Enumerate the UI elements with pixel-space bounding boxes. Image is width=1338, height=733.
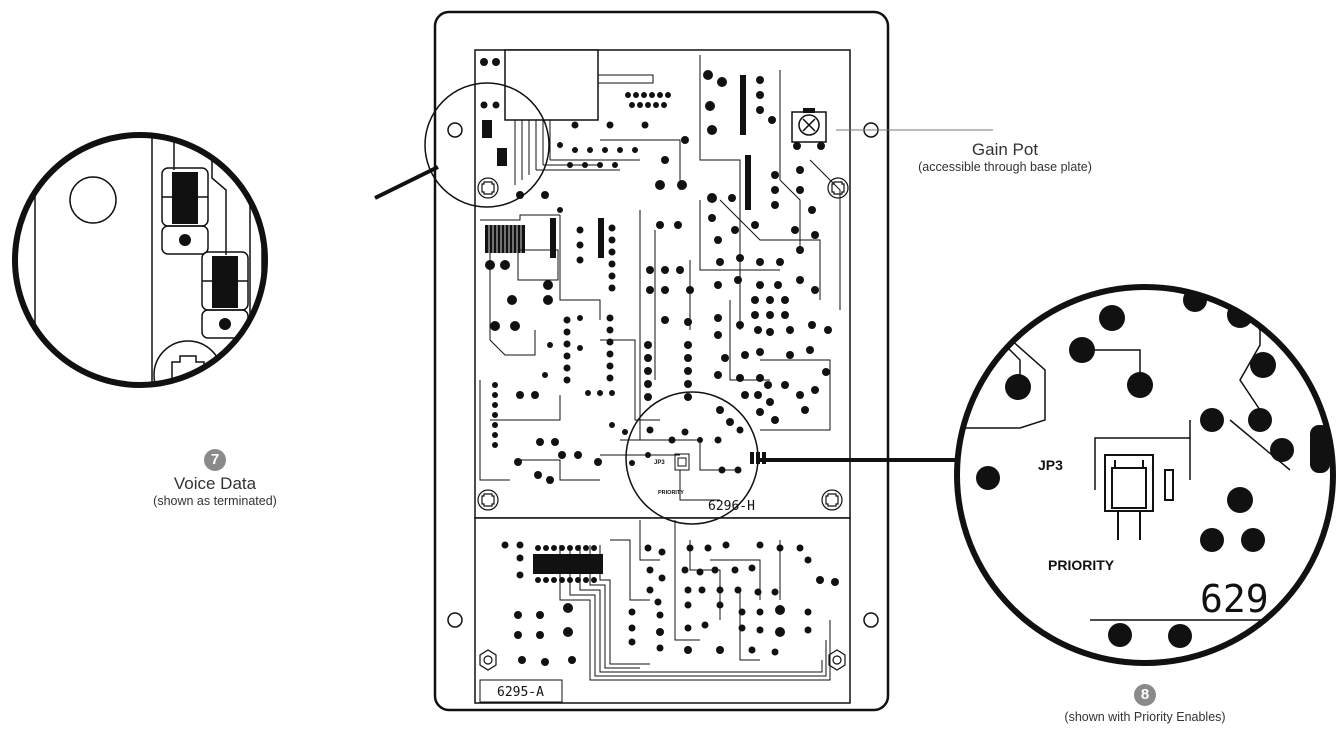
screw-bosses <box>477 177 849 671</box>
voice-data-zoom <box>15 135 265 385</box>
voice-data-zoom-border <box>12 132 268 388</box>
priority-subtitle: (shown with Priority Enables) <box>1064 710 1226 724</box>
gain-pot-title: Gain Pot <box>971 140 1039 159</box>
priority-callout: 8 (shown with Priority Enables) <box>1035 684 1255 724</box>
zoom-priority-label: PRIORITY <box>1048 557 1115 573</box>
voice-data-number-badge: 7 <box>204 449 226 471</box>
gain-pot-callout: Gain Pot (accessible through base plate) <box>875 140 1135 174</box>
lower-board-label: 6295-A <box>497 685 544 700</box>
priority-number-badge: 8 <box>1134 684 1156 706</box>
voice-data-subtitle: (shown as terminated) <box>153 493 277 508</box>
lower-ic-pins <box>535 545 597 583</box>
zoom-board-partial: 629 <box>1200 577 1269 621</box>
voice-data-title: Voice Data <box>173 474 257 493</box>
voice-data-callout: 7 Voice Data (shown as terminated) <box>110 449 320 508</box>
upper-board-traces <box>479 55 841 501</box>
plate-hole <box>863 612 879 628</box>
priority-zoom-border <box>954 284 1336 666</box>
lower-ic-chip <box>533 554 603 574</box>
priority-zoom: JP3 PRIORITY 629 <box>957 287 1333 663</box>
pcb-priority-label: PRIORITY <box>658 490 684 496</box>
gain-pot <box>791 108 827 150</box>
pcb-jp3-label: JP3 <box>654 460 665 466</box>
small-components <box>482 75 751 258</box>
lower-board <box>474 517 851 704</box>
voice-data-leader <box>374 165 439 200</box>
gain-pot-subtitle: (accessible through base plate) <box>918 159 1092 174</box>
plate-hole <box>447 612 463 628</box>
lower-board-pads <box>501 541 839 666</box>
plate-hole <box>447 122 463 138</box>
voice-data-zoom-ring <box>424 82 550 208</box>
jp3-jumper-small <box>674 453 690 471</box>
connector-block <box>504 49 599 121</box>
upper-board-pads <box>480 58 832 484</box>
zoom-jp3-label: JP3 <box>1038 457 1063 473</box>
upper-board-label: 6296-H <box>708 499 755 514</box>
